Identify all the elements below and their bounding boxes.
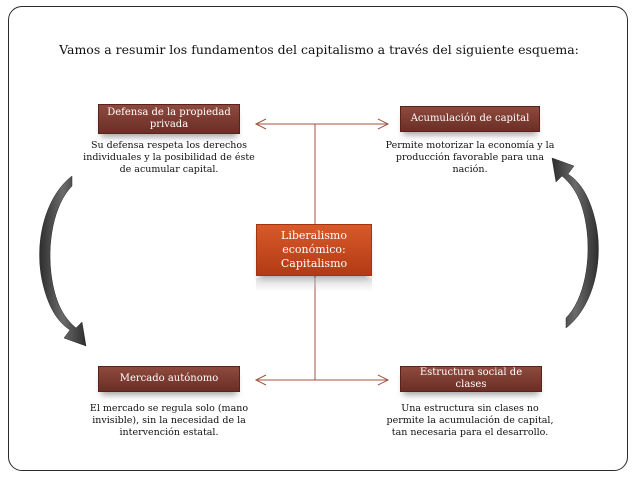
box-estructura-social-label: Estructura social de clases bbox=[419, 367, 523, 390]
desc-mercado-autonomo-line3: intervención estatal. bbox=[119, 427, 219, 438]
desc-defensa-propiedad: Su defensa respeta los derechos individu… bbox=[82, 140, 256, 176]
box-defensa-propiedad-line1: Defensa de la propiedad bbox=[107, 107, 231, 118]
box-defensa-propiedad: Defensa de la propiedad privada bbox=[98, 104, 240, 134]
desc-estructura-social-line3: tan necesaria para el desarrollo. bbox=[391, 427, 549, 438]
box-liberalismo-line1: Liberalismo bbox=[281, 229, 347, 242]
center-box-reflection bbox=[256, 278, 372, 292]
bottom-connector-left-arrowhead bbox=[254, 374, 267, 386]
desc-estructura-social-line2: permite la acumulación de capital, bbox=[386, 415, 554, 426]
desc-defensa-propiedad-line3: de acumular capital. bbox=[119, 164, 219, 175]
desc-acumulacion-capital-line3: nación. bbox=[452, 164, 488, 175]
slide-frame bbox=[8, 6, 628, 471]
desc-defensa-propiedad-line1: Su defensa respeta los derechos bbox=[91, 140, 247, 151]
right-curved-arrow bbox=[551, 157, 599, 329]
slide-heading: Vamos a resumir los fundamentos del capi… bbox=[59, 42, 579, 57]
top-connector-left-arrowhead bbox=[254, 118, 267, 130]
desc-mercado-autonomo: El mercado se regula solo (mano invisibl… bbox=[82, 403, 256, 439]
box-estructura-social: Estructura social de clases bbox=[400, 366, 542, 392]
desc-estructura-social: Una estructura sin clases no permite la … bbox=[384, 403, 556, 439]
desc-defensa-propiedad-line2: individuales y la posibilidad de éste bbox=[83, 152, 255, 163]
desc-mercado-autonomo-line1: El mercado se regula solo (mano bbox=[89, 403, 249, 414]
desc-acumulacion-capital-line1: Permite motorizar la economía y la bbox=[385, 140, 555, 151]
left-curved-arrow bbox=[39, 175, 87, 347]
bottom-connector-right-arrowhead bbox=[377, 374, 390, 386]
box-liberalismo-economico: Liberalismo económico: Capitalismo bbox=[256, 224, 372, 276]
box-acumulacion-capital-label: Acumulación de capital bbox=[410, 113, 530, 124]
box-liberalismo-line2: económico: bbox=[282, 243, 346, 256]
box-mercado-autonomo: Mercado autónomo bbox=[98, 366, 240, 392]
top-connector-right-arrowhead bbox=[377, 118, 390, 130]
box-acumulacion-capital: Acumulación de capital bbox=[400, 106, 540, 132]
box-defensa-propiedad-line2: privada bbox=[149, 119, 189, 130]
desc-mercado-autonomo-line2: invisible), sin la necesidad de la bbox=[92, 415, 246, 426]
box-mercado-autonomo-label: Mercado autónomo bbox=[119, 373, 219, 384]
desc-estructura-social-line1: Una estructura sin clases no bbox=[401, 403, 539, 414]
desc-acumulacion-capital: Permite motorizar la economía y la produ… bbox=[384, 140, 556, 176]
desc-acumulacion-capital-line2: producción favorable para una bbox=[395, 152, 545, 163]
box-liberalismo-line3: Capitalismo bbox=[280, 257, 348, 270]
